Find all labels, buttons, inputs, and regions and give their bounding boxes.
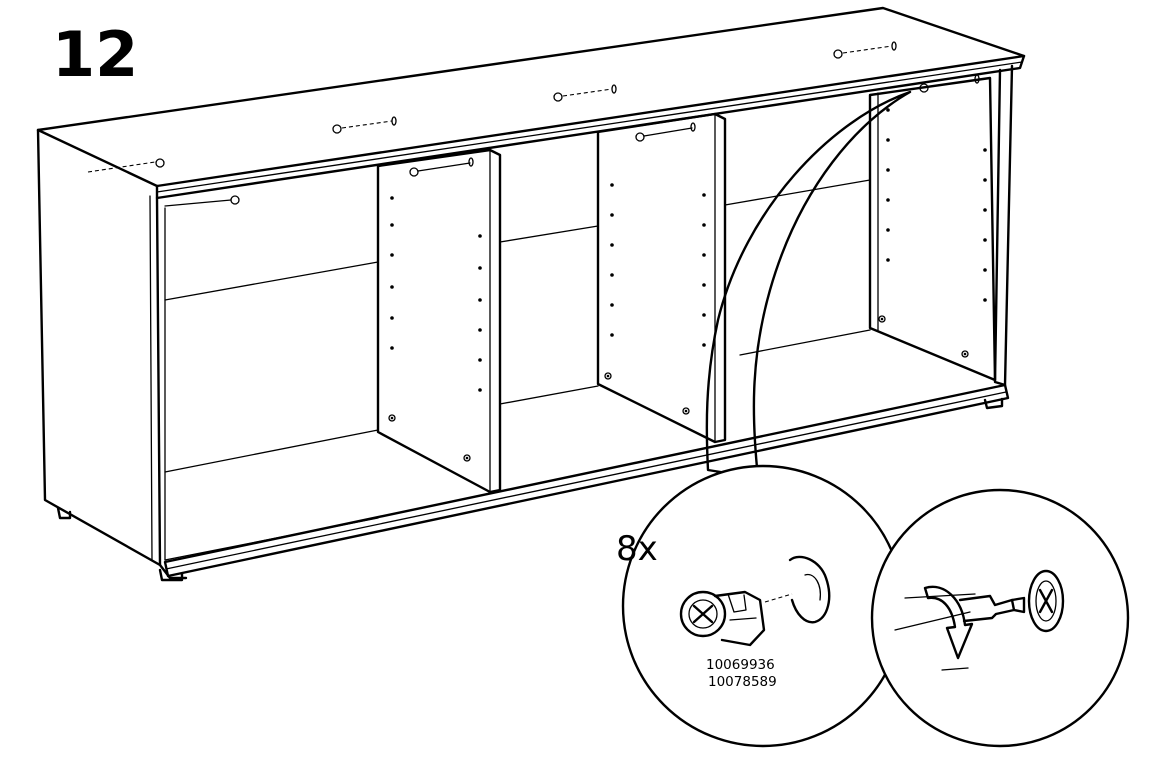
part-number-2: 10078589 xyxy=(708,674,777,690)
part-number-1: 10069936 xyxy=(706,657,775,673)
shelf-pin-holes xyxy=(390,108,987,392)
cabinet-foot xyxy=(158,568,184,582)
cabinet-divider xyxy=(596,112,727,444)
cabinet-left-side xyxy=(36,128,162,567)
cam-lock-insertion-marks xyxy=(87,41,980,207)
cam-lock-icon xyxy=(1027,569,1065,633)
cabinet-base-front xyxy=(163,383,1010,578)
screwdriver-icon xyxy=(894,593,1026,631)
step-number: 12 xyxy=(52,18,138,91)
cabinet-divider xyxy=(376,148,502,494)
quantity-label: 8x xyxy=(616,529,658,569)
cabinet-right-side xyxy=(993,64,1014,387)
detail-circle-cam-lock: 10069936 10078589 xyxy=(621,464,905,748)
detail-circle-tightening xyxy=(870,488,1130,748)
cam-holes xyxy=(388,315,969,462)
rotation-arrow-icon xyxy=(923,585,974,660)
cabinet-frame xyxy=(36,6,1026,582)
cabinet-foot xyxy=(56,506,72,520)
cabinet-top-panel xyxy=(36,6,1026,188)
cam-lock-icon xyxy=(679,590,766,647)
detail-callout-pointer xyxy=(705,90,912,480)
cabinet-foot xyxy=(983,397,1004,410)
